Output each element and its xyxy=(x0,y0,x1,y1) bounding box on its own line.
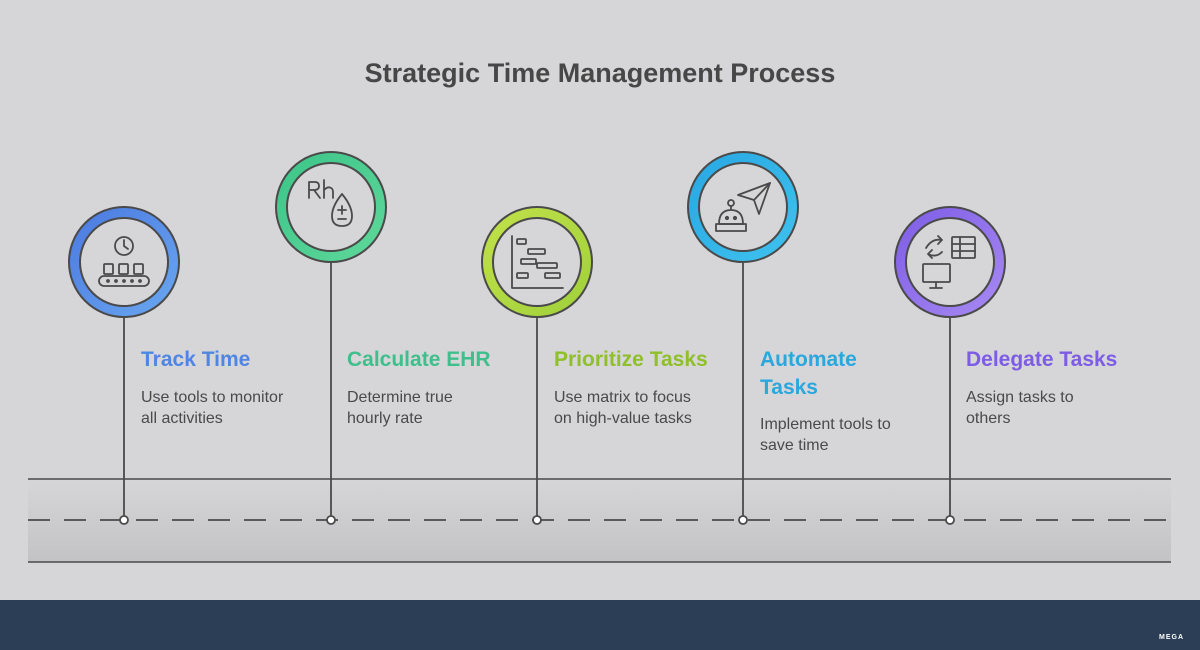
step-title: Prioritize Tasks xyxy=(554,346,708,374)
step-description-line: others xyxy=(966,410,1011,427)
step-description-line: all activities xyxy=(141,410,223,427)
brand-logo: MEGA xyxy=(1159,634,1184,641)
step-title: Automate Tasks xyxy=(760,346,857,402)
step-description-line: hourly rate xyxy=(347,410,423,427)
step-icon-background xyxy=(698,162,788,252)
timeline-diagram xyxy=(28,151,1171,563)
step-description: Implement tools to save time xyxy=(760,414,891,456)
step-title: Calculate EHR xyxy=(347,346,491,374)
timeline-road xyxy=(28,479,1171,562)
step-icon-background xyxy=(286,162,376,252)
step-node-dot xyxy=(326,515,336,525)
step-title-line: Tasks xyxy=(760,376,818,399)
rate-calculation-icon xyxy=(308,179,353,227)
step-description: Determine true hourly rate xyxy=(347,387,453,429)
step-title-line: Automate xyxy=(760,348,857,371)
step-description: Use matrix to focus on high-value tasks xyxy=(554,387,692,429)
step-description: Use tools to monitor all activities xyxy=(141,387,283,429)
delegation-icon xyxy=(922,235,976,289)
step-title: Track Time xyxy=(141,346,250,374)
step-description-line: Implement tools to xyxy=(760,416,891,433)
step-description-line: Use matrix to focus xyxy=(554,389,691,406)
diagram-title: Strategic Time Management Process xyxy=(364,58,836,88)
step-description: Assign tasks to others xyxy=(966,387,1074,429)
step-description-line: Use tools to monitor xyxy=(141,389,284,406)
step-prioritize-tasks xyxy=(481,206,593,525)
step-title-line: Track Time xyxy=(141,348,251,371)
step-description-line: save time xyxy=(760,437,829,454)
step-track-time xyxy=(68,206,180,525)
gantt-chart-icon xyxy=(511,235,564,289)
step-node-dot xyxy=(119,515,129,525)
step-description-line: Assign tasks to xyxy=(966,389,1074,406)
robot-automation-icon xyxy=(715,182,771,232)
step-calculate-ehr xyxy=(275,151,387,525)
step-title: Delegate Tasks xyxy=(966,346,1117,374)
time-tracking-icon xyxy=(98,236,150,287)
step-icon-background xyxy=(492,217,582,307)
step-title-line: Delegate Tasks xyxy=(966,348,1118,371)
step-icon-background xyxy=(905,217,995,307)
step-automate-tasks xyxy=(687,151,799,525)
footer-bar: MEGA xyxy=(0,600,1200,650)
step-node-dot xyxy=(532,515,542,525)
step-description-line: on high-value tasks xyxy=(554,410,692,427)
step-delegate-tasks xyxy=(894,206,1006,525)
step-node-dot xyxy=(945,515,955,525)
step-node-dot xyxy=(738,515,748,525)
step-description-line: Determine true xyxy=(347,389,453,406)
step-title-line: Calculate EHR xyxy=(347,348,491,371)
step-title-line: Prioritize Tasks xyxy=(554,348,708,371)
step-icon-background xyxy=(79,217,169,307)
